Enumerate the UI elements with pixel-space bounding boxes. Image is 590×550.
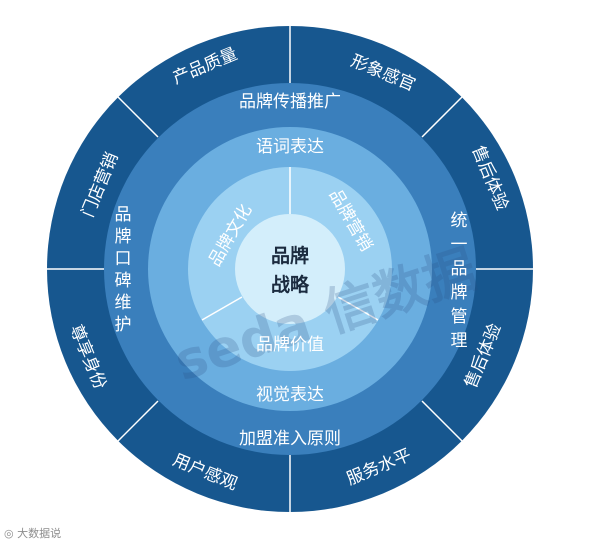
ring2-label-bottom: 加盟准入原则 [239,429,341,449]
center-label-line1: 品牌 [271,244,309,267]
ring2-label-left: 品牌口碑维护 [115,205,132,335]
core-circle [235,214,345,324]
center-label-line2: 战略 [271,273,310,296]
ring3-label-bottom: 视觉表达 [256,385,324,405]
inner-label-value: 品牌价值 [256,335,324,355]
ring2-label-top: 品牌传播推广 [239,92,341,112]
ring3-label-top: 语词表达 [256,137,324,157]
brand-logo: ◎ 大数据说 [4,525,61,541]
inner-ring-dividers [201,167,379,321]
ring2-label-right: 统一品牌管理 [451,211,468,351]
logo-text: 大数据说 [17,527,62,540]
outer-ring-dividers [47,26,533,512]
logo-icon: ◎ [4,527,14,540]
